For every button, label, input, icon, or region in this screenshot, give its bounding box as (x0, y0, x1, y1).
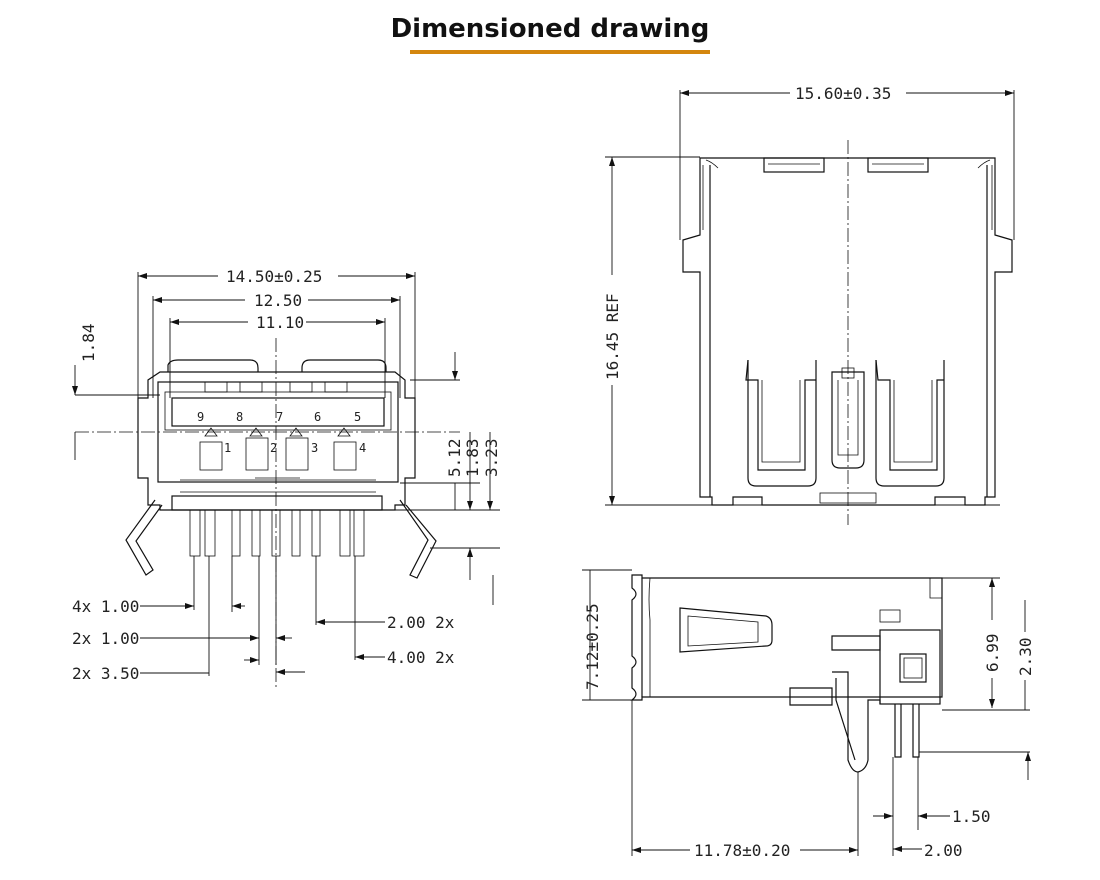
pin-label-2: 2 (270, 441, 277, 455)
side-view: 7.12±0.25 6.99 2.30 11.78±0.20 1.50 2.00 (582, 569, 1035, 860)
pin-label-8: 8 (236, 410, 243, 424)
dim-5-12: 5.12 (445, 438, 464, 477)
page-title: Dimensioned drawing (390, 14, 710, 44)
dim-1-84: 1.84 (79, 323, 98, 362)
dim-11-10: 11.10 (256, 313, 304, 332)
dim-2-30: 2.30 (1016, 637, 1035, 676)
dim-1-83: 1.83 (463, 438, 482, 477)
top-view: 15.60±0.35 16.45 REF (603, 84, 1015, 525)
dim-2x-1-00: 2x 1.00 (72, 629, 139, 648)
pin-label-7: 7 (276, 410, 283, 424)
dim-2-00: 2.00 (924, 841, 963, 860)
dim-side-height: 7.12±0.25 (583, 603, 602, 690)
dim-side-length: 11.78±0.20 (694, 841, 790, 860)
dim-2x-3-50: 2x 3.50 (72, 664, 139, 683)
dim-top-width: 15.60±0.35 (795, 84, 891, 103)
title-underline (410, 50, 710, 54)
dim-3-23: 3.23 (482, 438, 501, 477)
dim-2-00-2x: 2.00 2x (387, 613, 455, 632)
dim-4-00-2x: 4.00 2x (387, 648, 455, 667)
dim-top-depth: 16.45 REF (603, 293, 622, 380)
pin-label-1: 1 (224, 441, 231, 455)
dim-6-99: 6.99 (983, 633, 1002, 672)
dim-4x-1-00: 4x 1.00 (72, 597, 139, 616)
pin-label-9: 9 (197, 410, 204, 424)
pin-label-4: 4 (359, 441, 366, 455)
dim-1-50: 1.50 (952, 807, 991, 826)
pin-label-5: 5 (354, 410, 361, 424)
dim-12-50: 12.50 (254, 291, 302, 310)
dim-overall-width: 14.50±0.25 (226, 267, 322, 286)
pin-label-3: 3 (311, 441, 318, 455)
pin-label-6: 6 (314, 410, 321, 424)
front-view: 14.50±0.25 12.50 11.10 1.84 5.12 1.83 3.… (72, 267, 501, 690)
